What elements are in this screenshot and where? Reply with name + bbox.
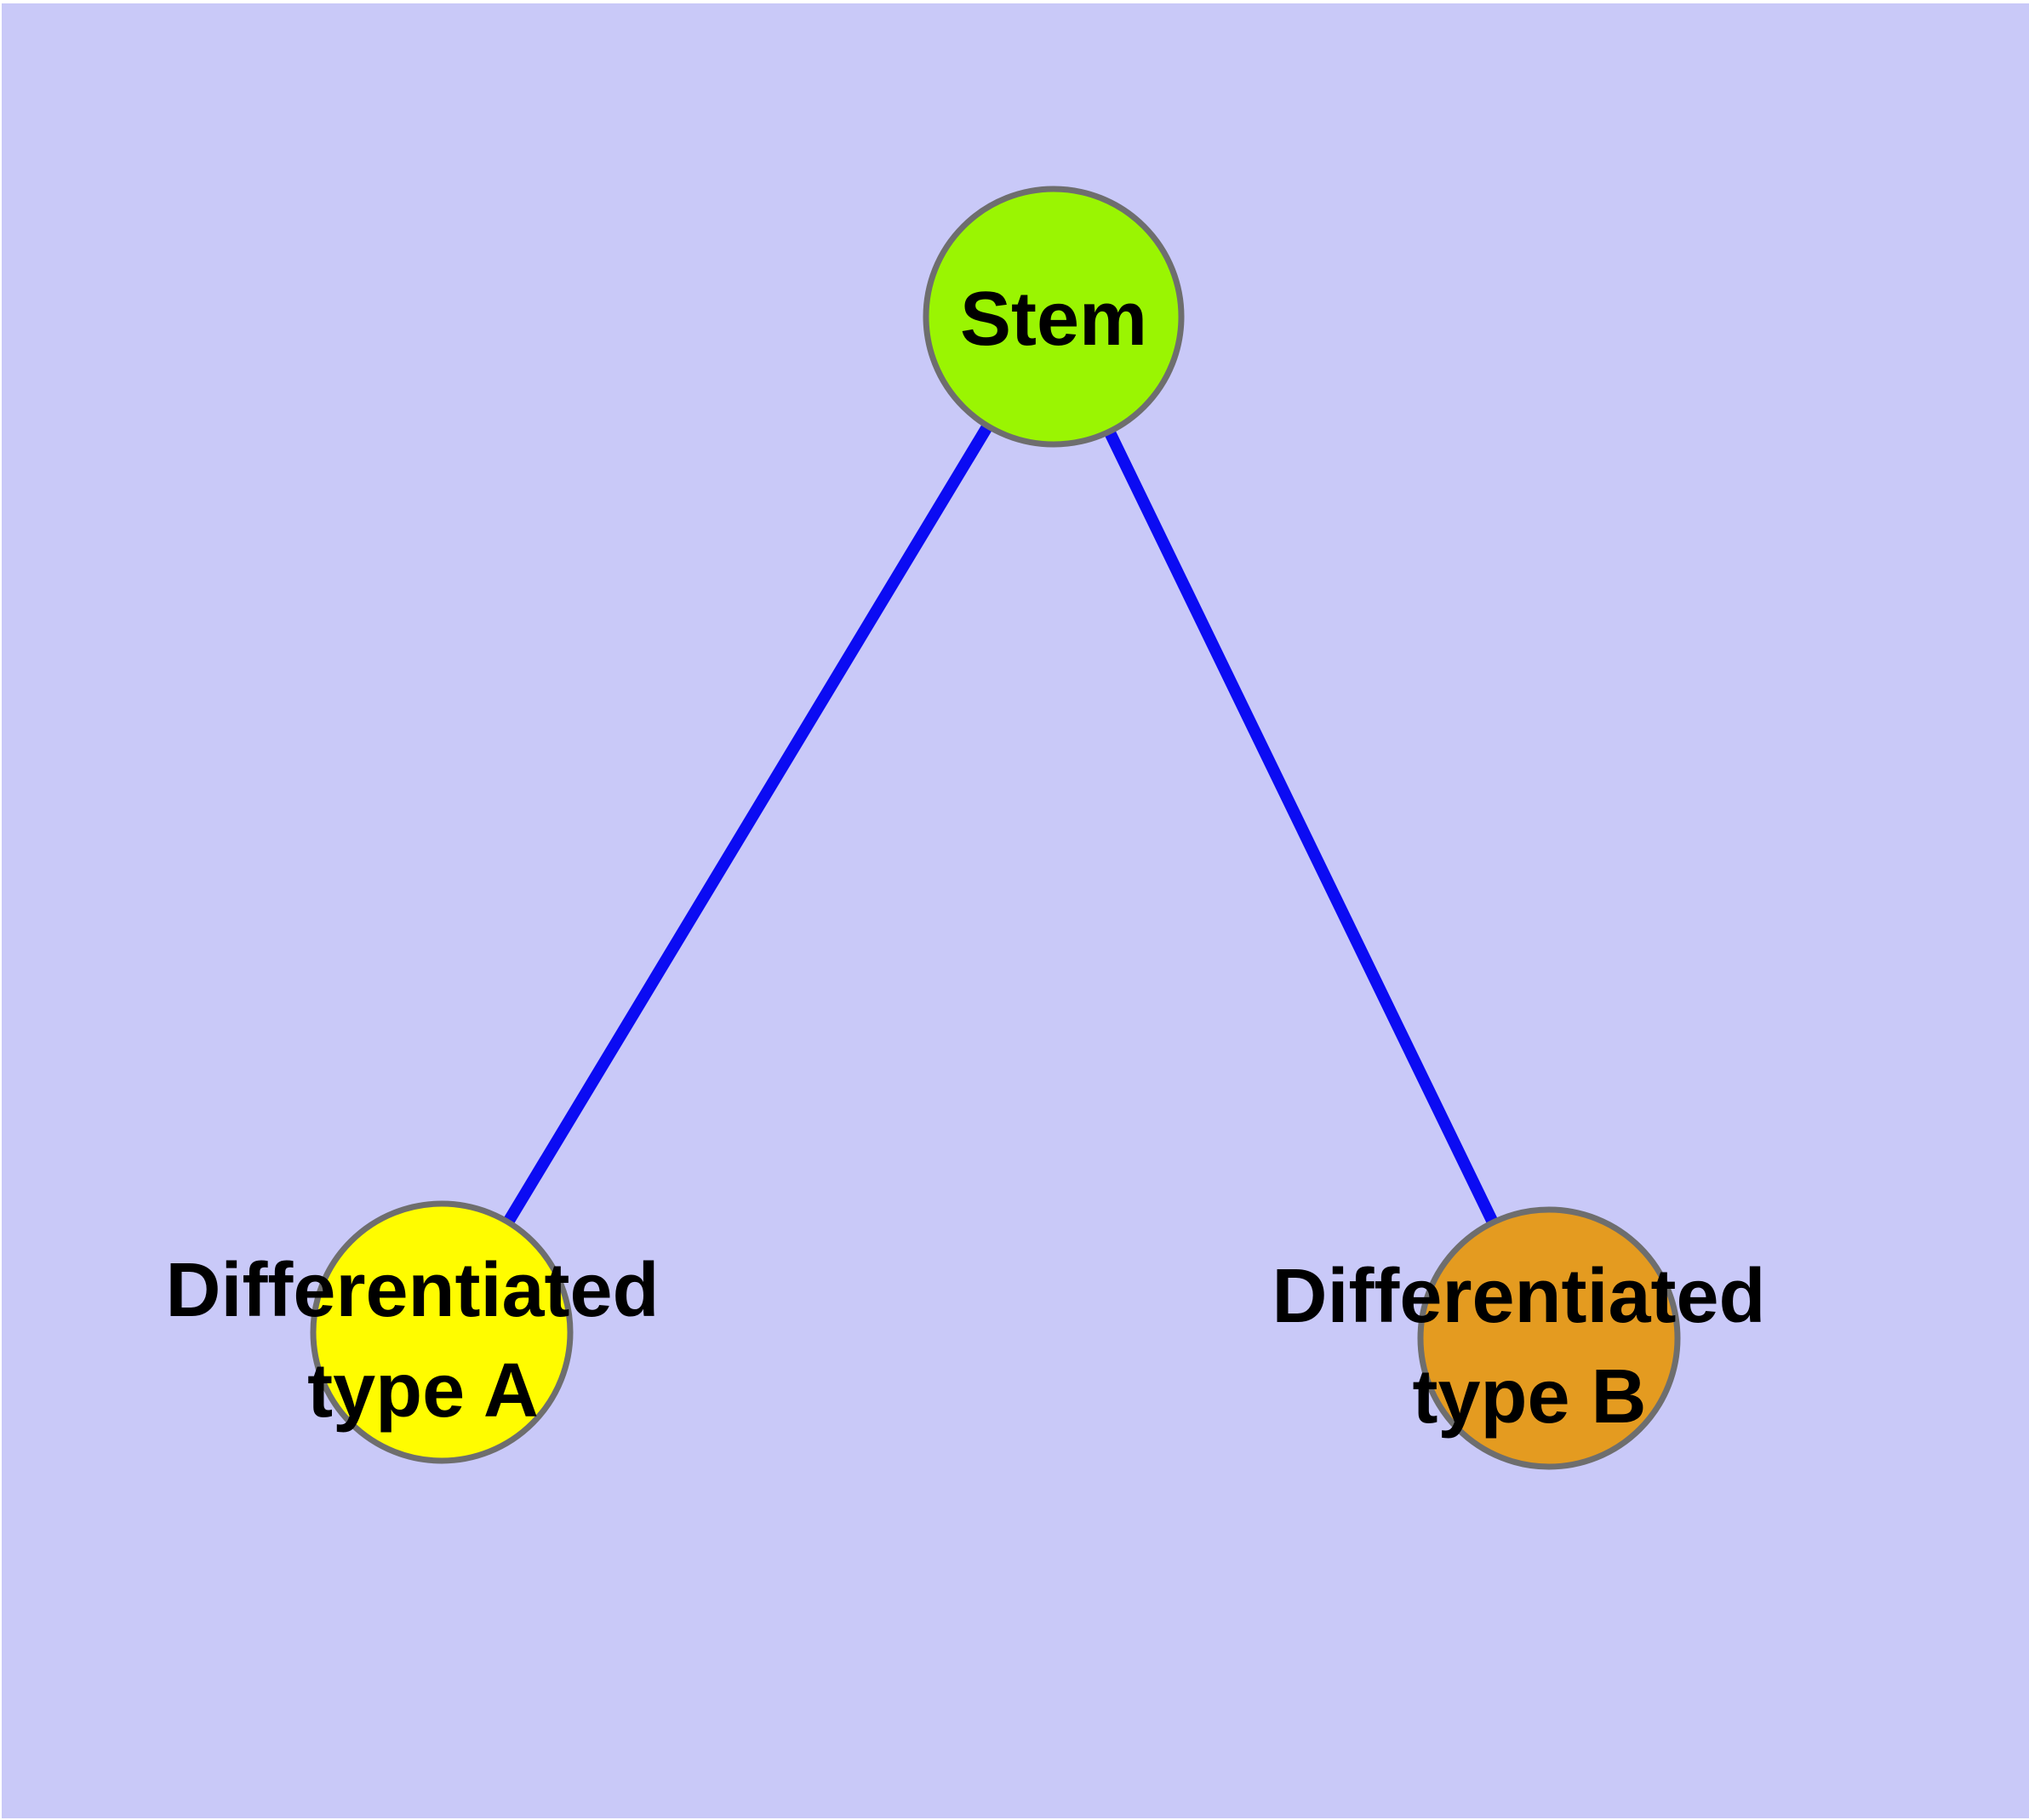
- node-differentiated-type-a: [310, 1200, 574, 1464]
- node-type-b-label-line1: Differentiated: [1272, 1254, 1765, 1339]
- node-stem: [923, 186, 1185, 448]
- edge-stem-to-type-a: [437, 313, 1059, 1336]
- node-type-b-label: Differentiated type B: [1272, 1254, 1786, 1439]
- edge-stem-to-type-b: [1048, 313, 1555, 1342]
- node-stem-label: Stem: [960, 277, 1147, 362]
- node-type-a-label: Differentiated type A: [165, 1248, 680, 1434]
- node-type-a-label-line1: Differentiated: [165, 1248, 659, 1333]
- node-differentiated-type-b: [1417, 1206, 1681, 1470]
- node-type-a-label-line2: type A: [307, 1348, 539, 1434]
- node-type-b-label-line2: type B: [1412, 1354, 1646, 1439]
